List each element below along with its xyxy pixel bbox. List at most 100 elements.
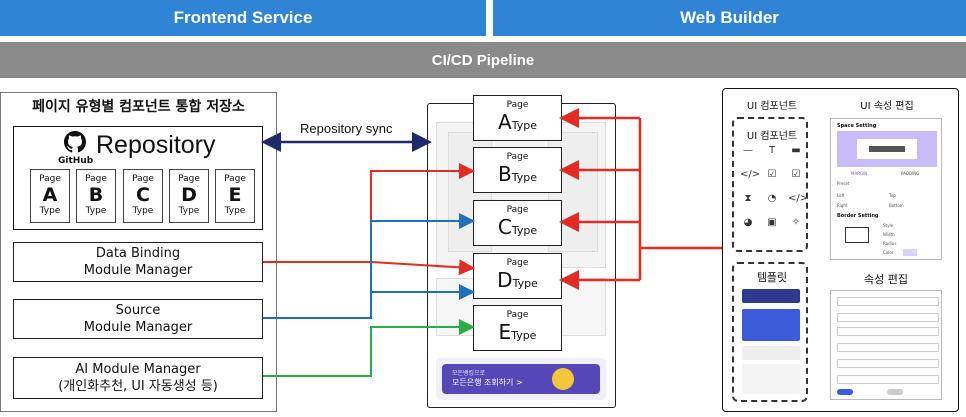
border-setting-title: Border Setting [837, 213, 879, 219]
repo-page-letter: B [88, 184, 104, 206]
color-swatch[interactable] [903, 249, 917, 256]
image-icon[interactable]: ▣ [767, 217, 777, 228]
repo-page-letter: A [42, 184, 58, 206]
ai-line1: AI Module Manager [75, 362, 201, 377]
component-palette-title: UI 컴포넌트 [746, 131, 798, 142]
page-type-name: DType [497, 269, 538, 295]
coin-icon [552, 368, 574, 390]
right-label: Right [837, 203, 848, 208]
page-type-c: Page CType [473, 200, 562, 246]
property-field-3[interactable] [837, 327, 939, 336]
page-type-suffix: Type [511, 119, 537, 132]
style-label: Style [883, 223, 894, 228]
repo-page-label: Page [224, 174, 246, 184]
data-binding-arrow-d [370, 259, 475, 276]
template-item-3[interactable] [742, 346, 800, 360]
page-type-name: AType [498, 111, 537, 137]
button-icon[interactable]: ▬ [791, 145, 801, 156]
banner-line1: 모든뱅킹으로 [452, 370, 486, 377]
ui-components-title: UI 컴포넌트 [746, 101, 798, 112]
cicd-pipeline-label: CI/CD Pipeline [431, 51, 535, 69]
property-field-5[interactable] [837, 359, 939, 368]
repo-page-c: Page C Type [123, 169, 163, 223]
template-item-2[interactable] [742, 309, 800, 341]
template-title: 템플릿 [756, 271, 788, 284]
page-type-name: EType [499, 321, 537, 347]
github-icon [64, 131, 86, 153]
web-builder-bar: Web Builder [493, 0, 966, 36]
ai-module: AI Module Manager (개인화추천, UI 자동생성 등) [13, 357, 263, 399]
html-icon[interactable]: </> [788, 193, 809, 204]
page-type-letter: E [498, 320, 512, 344]
page-type-letter: A [498, 110, 512, 134]
property-edit-title: 속성 편집 [864, 273, 908, 286]
frontend-service-label: Frontend Service [173, 8, 313, 27]
repository-box: GitHub Repository Page A Type Page B Typ… [13, 126, 263, 230]
preset-label: Preset [837, 181, 850, 186]
ai-line2: (개인화추천, UI 자동생성 등) [58, 379, 218, 394]
gauge-icon[interactable]: ◔ [767, 193, 777, 204]
repo-page-d: Page D Type [169, 169, 209, 223]
repo-page-label: Page [178, 174, 200, 184]
page-type-suffix: Type [511, 329, 537, 342]
property-field-4[interactable] [837, 343, 939, 352]
space-setting-panel: Space Setting MARGIN PADDING Preset Left… [830, 118, 942, 260]
repo-page-b: Page B Type [76, 169, 116, 223]
property-field-1[interactable] [837, 297, 939, 306]
width-label: Width [883, 232, 895, 237]
page-type-suffix: Type [511, 224, 538, 237]
page-type-name: CType [498, 216, 537, 242]
page-type-label: Page [506, 100, 529, 110]
repository-label: Repository [96, 131, 216, 159]
margin-label: MARGIN [851, 171, 868, 176]
page-type-label: Page [506, 310, 529, 320]
left-label: Left [837, 193, 845, 198]
page-type-label: Page [506, 258, 529, 268]
shapes-icon[interactable]: ✧ [791, 217, 801, 228]
github-logo: GitHub [58, 131, 93, 166]
ai-arrow-e [263, 319, 475, 377]
template-item-4[interactable] [742, 364, 800, 394]
cicd-pipeline-bar: CI/CD Pipeline [0, 42, 966, 78]
web-builder-label: Web Builder [680, 8, 779, 27]
border-preview [845, 227, 869, 243]
source-line2: Module Manager [83, 320, 193, 335]
template-item-1[interactable] [742, 289, 800, 303]
bottom-label: Bottom [889, 203, 904, 208]
code-icon[interactable]: </> [740, 169, 761, 180]
timer-icon[interactable]: ⧗ [744, 193, 752, 204]
checkbox-icon[interactable]: ☑ [767, 169, 777, 180]
repo-page-type: Type [85, 206, 107, 216]
top-label: Top [889, 193, 896, 198]
page-type-letter: C [497, 215, 512, 239]
page-type-suffix: Type [511, 171, 537, 184]
page-type-name: BType [498, 163, 537, 189]
data-binding-arrow-b [263, 163, 475, 263]
page-type-d: Page DType [473, 253, 562, 299]
repo-page-type: Type [178, 206, 200, 216]
mockup-banner[interactable]: 모든뱅킹으로 모든은행 조회하기 > [442, 364, 600, 394]
toggle-switch-on[interactable] [837, 389, 853, 395]
page-type-a: Page AType [473, 95, 562, 141]
storage-panel [0, 92, 277, 412]
page-type-label: Page [506, 205, 529, 215]
page-type-suffix: Type [512, 277, 538, 290]
page-type-letter: D [497, 268, 513, 292]
repo-page-type: Type [132, 206, 154, 216]
toggle-switch-off[interactable] [887, 389, 903, 395]
radius-label: Radius [883, 241, 897, 246]
chart-icon[interactable]: ◕ [743, 217, 753, 228]
repo-page-letter: C [136, 184, 150, 206]
check-icon[interactable]: ☑ [791, 169, 801, 180]
repo-page-letter: E [228, 184, 242, 206]
divider-icon[interactable]: — [743, 145, 753, 156]
ui-properties-title: UI 속성 편집 [860, 101, 914, 112]
repo-page-type: Type [224, 206, 246, 216]
source-line1: Source [115, 303, 161, 318]
property-field-2[interactable] [837, 313, 939, 322]
property-field-6[interactable] [837, 375, 939, 384]
repo-page-type: Type [39, 206, 61, 216]
source-arrow-c [263, 213, 475, 319]
text-icon[interactable]: T [768, 145, 776, 156]
